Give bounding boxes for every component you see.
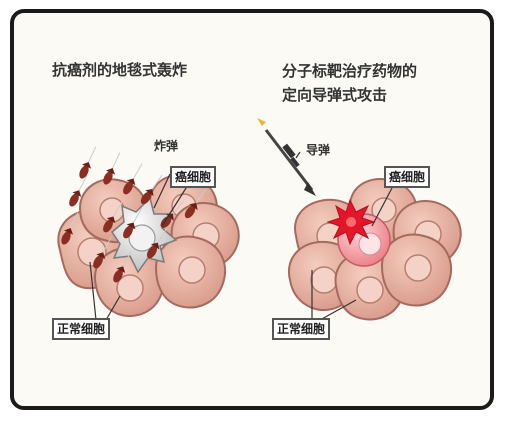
normal-cell xyxy=(93,246,165,317)
bomb xyxy=(123,163,143,195)
right-cell-cluster xyxy=(287,178,462,321)
left-cell-cluster xyxy=(57,174,240,317)
left-panel-title: 抗癌剂的地毯式轰炸 xyxy=(52,61,188,79)
missile-label-leader xyxy=(295,151,301,159)
bomb-label: 炸弹 xyxy=(154,139,179,153)
bomb xyxy=(146,227,168,259)
right-title-line1: 分子标靶治疗药物的 xyxy=(282,62,418,80)
cancer-cell-label-left: 癌细胞 xyxy=(170,166,217,188)
right-title-line2: 定向导弹式攻击 xyxy=(282,86,388,104)
cancer-label-leader xyxy=(371,187,393,227)
bomb xyxy=(123,207,143,239)
normal-cell-label-left: 正常细胞 xyxy=(52,318,111,340)
bomb xyxy=(140,174,163,205)
bomb xyxy=(69,175,88,207)
explosion-icon xyxy=(326,198,376,246)
right-panel-title: 分子标靶治疗药物的 定向导弹式攻击 xyxy=(282,59,417,107)
normal-cell xyxy=(154,235,226,309)
missile-icon xyxy=(257,118,316,196)
bomb xyxy=(61,212,79,245)
bomb-label-leader xyxy=(153,173,171,209)
cancer-cell-damaged xyxy=(111,196,178,274)
bomb xyxy=(113,251,132,283)
normal-label-leader xyxy=(105,295,121,321)
bomb xyxy=(79,146,97,179)
normal-label-leader xyxy=(319,299,357,321)
cancer-cell-label-right: 癌细胞 xyxy=(384,166,431,188)
bomb xyxy=(103,152,121,185)
bomb xyxy=(93,237,112,269)
missile-label: 导弹 xyxy=(306,143,331,157)
bomb xyxy=(184,188,207,219)
bomb xyxy=(103,201,123,233)
normal-cell-label-right: 正常细胞 xyxy=(272,318,331,340)
cancer-label-leader xyxy=(161,184,189,227)
bomb-swarm xyxy=(61,146,207,283)
normal-label-leader xyxy=(89,261,97,321)
normal-cell xyxy=(380,233,452,307)
